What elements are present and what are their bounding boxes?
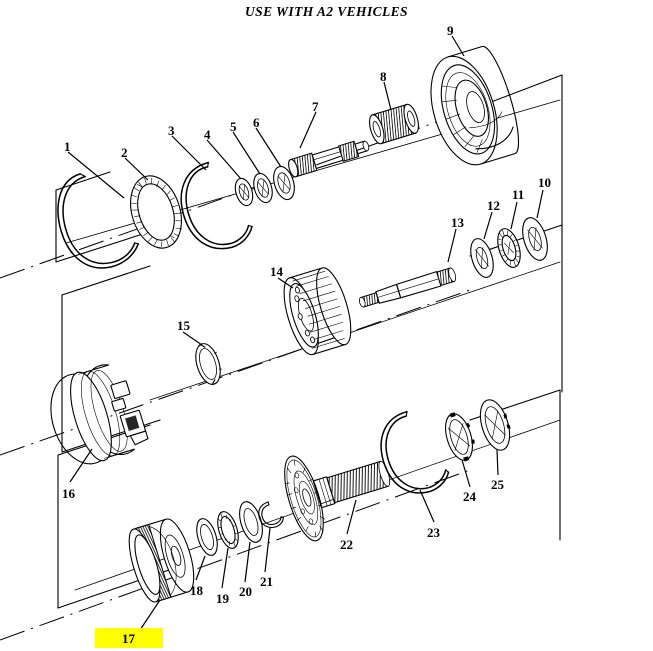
- callout-24[interactable]: 24: [463, 489, 476, 504]
- part-9-clutch-drum-housing: [430, 45, 520, 166]
- part-16-brake-band: [50, 364, 149, 465]
- part-11-roller-thrust-bearing: [497, 228, 521, 268]
- callout-3[interactable]: 3: [168, 123, 175, 138]
- part-14-planetary-carrier: [283, 267, 352, 356]
- callout-20[interactable]: 20: [239, 584, 252, 599]
- part-18-thrust-washer: [196, 518, 218, 556]
- part-7-splined-shaft: [288, 140, 370, 178]
- part-19-thrust-bearing: [217, 511, 239, 549]
- callout-13[interactable]: 13: [451, 215, 464, 230]
- part-2-roller-bearing-cage: [130, 175, 183, 249]
- part-8-coupling-gear: [369, 103, 419, 145]
- callout-9[interactable]: 9: [447, 23, 454, 38]
- part-1-snap-ring: [57, 173, 140, 269]
- callout-21[interactable]: 21: [260, 574, 273, 589]
- callout-16[interactable]: 16: [62, 486, 75, 501]
- page-title: USE WITH A2 VEHICLES: [245, 4, 408, 19]
- part-21-snap-ring-small: [258, 501, 284, 528]
- callout-18[interactable]: 18: [190, 583, 203, 598]
- part-12-thrust-washer: [470, 238, 494, 278]
- callout-14[interactable]: 14: [270, 264, 283, 279]
- part-17-clutch-drum: [128, 518, 195, 603]
- part-15-snap-ring: [195, 343, 223, 386]
- callout-4[interactable]: 4: [204, 127, 211, 142]
- part-23-snap-ring-large: [380, 410, 450, 494]
- callout-8[interactable]: 8: [380, 69, 387, 84]
- callout-1[interactable]: 1: [64, 139, 71, 154]
- part-10-thrust-washer: [522, 217, 548, 261]
- callout-15[interactable]: 15: [177, 318, 190, 333]
- part-20-thrust-washer: [239, 501, 263, 543]
- part-4-thrust-washer: [234, 177, 254, 207]
- callout-19[interactable]: 19: [216, 591, 229, 606]
- callout-25[interactable]: 25: [491, 477, 504, 492]
- callout-17[interactable]: 17: [122, 631, 135, 646]
- callout-6[interactable]: 6: [253, 115, 260, 130]
- callout-22[interactable]: 22: [340, 537, 353, 552]
- callout-10[interactable]: 10: [538, 175, 551, 190]
- part-13-mainshaft: [358, 267, 457, 308]
- callout-7[interactable]: 7: [312, 99, 319, 114]
- leader-lines: [67, 35, 544, 631]
- part-25-thrust-washer: [479, 399, 511, 451]
- callout-5[interactable]: 5: [230, 119, 237, 134]
- callout-23[interactable]: 23: [427, 525, 440, 540]
- part-22-output-shaft: [284, 455, 391, 542]
- part-3-snap-ring: [180, 161, 253, 250]
- callout-12[interactable]: 12: [487, 198, 500, 213]
- part-6-thrust-washer: [273, 165, 295, 201]
- highlight-box-item-17: [95, 628, 163, 648]
- callout-11[interactable]: 11: [512, 187, 525, 202]
- callout-2[interactable]: 2: [121, 145, 128, 160]
- part-24-tabbed-lock-washer: [444, 412, 475, 462]
- part-5-thrust-washer: [253, 172, 273, 204]
